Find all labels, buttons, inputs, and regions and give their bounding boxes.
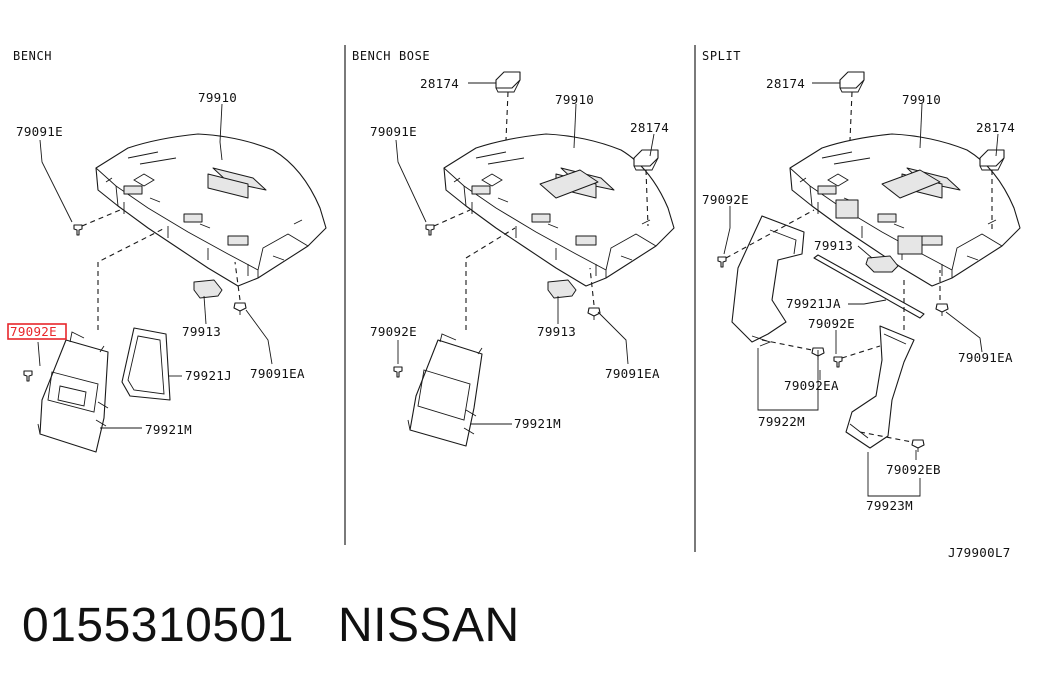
bench-bose-shelf-drawing <box>393 71 675 447</box>
callout-split-28174-top: 28174 <box>766 76 805 91</box>
section-title-bench-bose: BENCH BOSE <box>352 49 430 63</box>
callout-bench-79913: 79913 <box>182 324 221 339</box>
callout-split-79091EA: 79091EA <box>958 350 1013 365</box>
bench-bose-bracket-79921M <box>409 339 483 447</box>
callout-split-79092E-left: 79092E <box>702 192 749 207</box>
callout-bose-79913: 79913 <box>537 324 576 339</box>
bench-shelf-drawing <box>23 133 327 453</box>
callout-bose-28174-right: 28174 <box>630 120 669 135</box>
callout-bench-79910: 79910 <box>198 90 237 105</box>
bench-pad-79913 <box>193 279 223 299</box>
callout-split-79092EA: 79092EA <box>784 378 839 393</box>
callout-split-79092E-mid: 79092E <box>808 316 855 331</box>
split-bracket-79922M <box>731 215 805 343</box>
section-title-bench: BENCH <box>13 49 52 63</box>
callout-bench-79921M: 79921M <box>145 422 192 437</box>
bench-bracket-79921M <box>39 339 109 453</box>
callout-split-79092EB: 79092EB <box>886 462 941 477</box>
callout-bench-79921J: 79921J <box>185 368 232 383</box>
section-title-split: SPLIT <box>702 49 741 63</box>
callout-bench-79091E: 79091E <box>16 124 63 139</box>
callout-bose-79091EA: 79091EA <box>605 366 660 381</box>
highlight-box <box>7 323 67 340</box>
bench-bose-pad-79913 <box>547 279 577 299</box>
callout-split-79921JA: 79921JA <box>786 296 841 311</box>
callout-bench-79092E-highlighted[interactable]: 79092E <box>10 324 57 339</box>
brand-name: NISSAN <box>337 599 520 652</box>
bench-gasket-79921J <box>121 327 171 401</box>
diagram-code: J79900L7 <box>948 545 1011 560</box>
split-shelf-drawing <box>717 71 1021 453</box>
callout-bose-79910: 79910 <box>555 92 594 107</box>
callout-split-79913: 79913 <box>814 238 853 253</box>
split-bracket-79923M <box>845 325 915 449</box>
callout-bose-79091E: 79091E <box>370 124 417 139</box>
callout-bench-79091EA: 79091EA <box>250 366 305 381</box>
callout-split-79910: 79910 <box>902 92 941 107</box>
callout-bose-28174-top: 28174 <box>420 76 459 91</box>
callout-bose-79921M: 79921M <box>514 416 561 431</box>
split-strip-79921JA <box>813 254 925 319</box>
footer: 0155310501 NISSAN <box>22 598 564 653</box>
callout-split-79923M: 79923M <box>866 498 913 513</box>
callout-split-28174-right: 28174 <box>976 120 1015 135</box>
part-number: 0155310501 <box>22 599 294 652</box>
callout-split-79922M: 79922M <box>758 414 805 429</box>
callout-bose-79092E: 79092E <box>370 324 417 339</box>
split-pad-79913 <box>865 255 899 273</box>
